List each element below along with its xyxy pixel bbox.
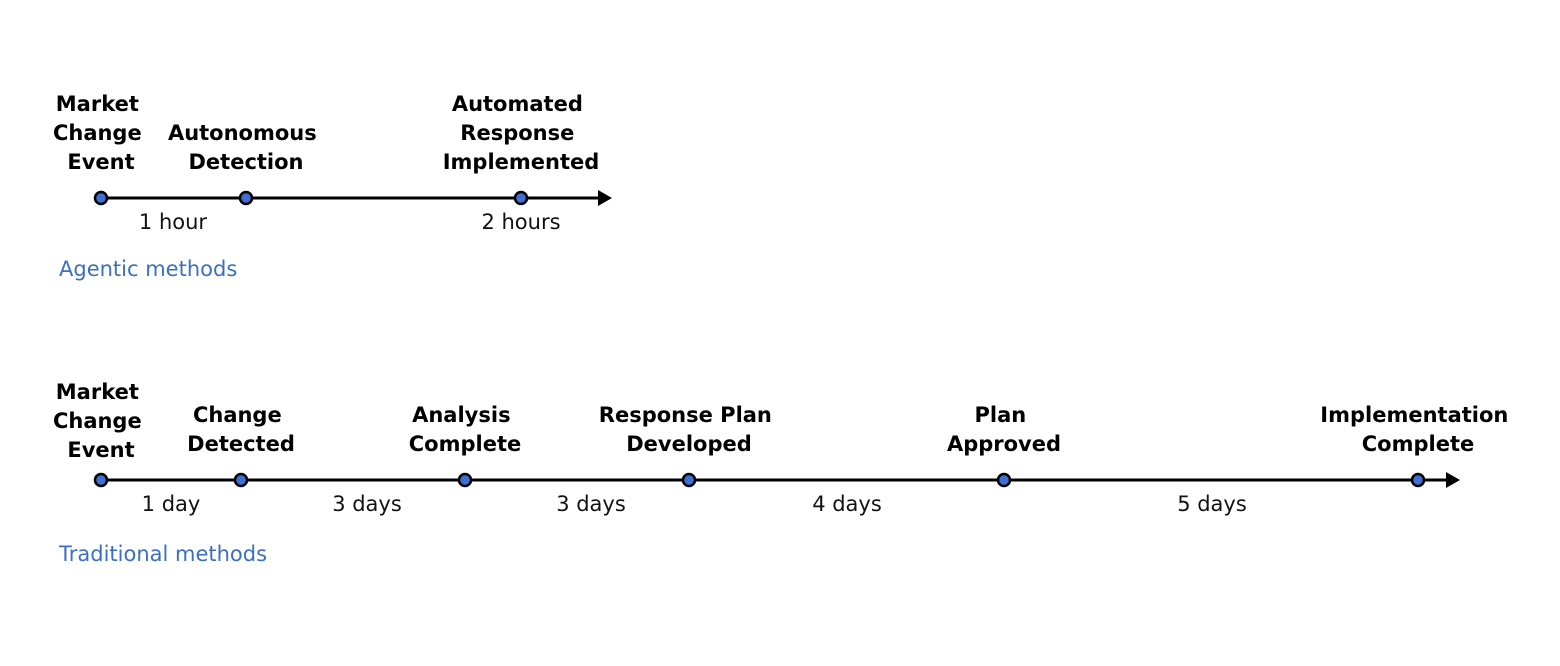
traditional-event-label: Change Detected [187,403,295,456]
agentic-event-label: Automated Response Implemented [443,92,600,174]
agentic-event-label: Market Change Event [53,92,149,174]
agentic-event-marker [93,190,109,206]
traditional-event-label: Analysis Complete [409,403,521,456]
agentic-event-marker [238,190,254,206]
agentic-timeline: Market Change Event Autonomous Detection… [53,92,612,281]
agentic-timeline-arrowhead [598,190,612,206]
traditional-event-marker [233,472,249,488]
traditional-event-label: Response Plan Developed [599,403,779,456]
agentic-duration-label: 2 hours [481,210,560,234]
traditional-event-label: Market Change Event [53,380,149,462]
traditional-timeline-arrowhead [1446,472,1460,488]
traditional-duration-label: 3 days [556,492,626,516]
traditional-event-marker [996,472,1012,488]
traditional-duration-label: 1 day [142,492,201,516]
traditional-event-label: Implementation Complete [1320,403,1515,456]
traditional-event-marker [681,472,697,488]
agentic-event-marker [513,190,529,206]
traditional-duration-label: 3 days [332,492,402,516]
agentic-duration-label: 1 hour [139,210,208,234]
traditional-method-label: Traditional methods [58,542,267,566]
traditional-duration-label: 4 days [812,492,882,516]
traditional-timeline: Market Change Event Change Detected Anal… [53,380,1515,566]
traditional-event-marker [457,472,473,488]
traditional-event-marker [1410,472,1426,488]
agentic-method-label: Agentic methods [59,257,237,281]
agentic-event-label: Autonomous Detection [168,121,324,174]
traditional-event-marker [93,472,109,488]
traditional-duration-label: 5 days [1177,492,1247,516]
traditional-event-label: Plan Approved [947,403,1061,456]
